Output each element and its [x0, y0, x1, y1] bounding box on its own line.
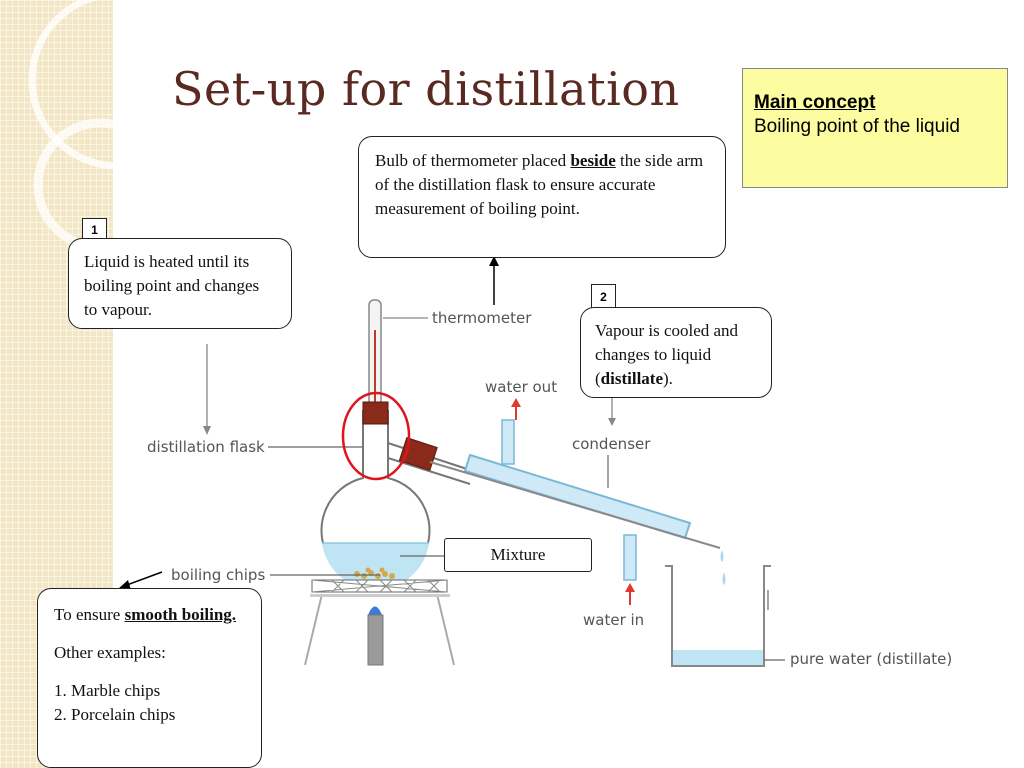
step-2-emphasis: distillate: [600, 369, 664, 388]
mixture-label-box: Mixture: [444, 538, 592, 572]
label-water-out: water out: [485, 378, 557, 396]
other-examples-label: Other examples:: [54, 643, 166, 662]
thermometer-note-emphasis: beside: [570, 151, 616, 170]
tripod-and-burner: [304, 579, 455, 666]
label-pure-water: pure water (distillate): [790, 650, 952, 668]
thermometer-note-callout: Bulb of thermometer placed beside the si…: [358, 136, 726, 258]
condenser-drawing: [429, 398, 721, 605]
main-concept-heading: Main concept: [754, 92, 876, 113]
boiling-chips-note-callout: To ensure smooth boiling. Other examples…: [37, 588, 262, 768]
step-2-text-start: Vapour is cooled and changes to liquid (: [595, 321, 739, 388]
main-concept-text: Boiling point of the liquid: [754, 116, 960, 137]
example-item-2: 2. Porcelain chips: [54, 705, 176, 724]
main-concept-box: Main concept Boiling point of the liquid: [742, 68, 1008, 188]
mixture-label-text: Mixture: [490, 545, 546, 564]
step-2-number: 2: [591, 284, 616, 311]
thermometer-bulb-highlight-circle: [341, 391, 411, 481]
boiling-chips-note-text-start: To ensure: [54, 605, 125, 624]
label-distillation-flask: distillation flask: [147, 438, 265, 456]
step-2-callout: Vapour is cooled and changes to liquid (…: [580, 307, 772, 398]
label-condenser: condenser: [572, 435, 651, 453]
decorative-side-strip: [0, 0, 200, 768]
step-1-text: Liquid is heated until its boiling point…: [84, 252, 260, 319]
step-1-callout: Liquid is heated until its boiling point…: [68, 238, 292, 329]
callout-arrows: [118, 256, 616, 590]
boiling-chips-note-emphasis: smooth boiling.: [124, 605, 237, 624]
page-title: Set-up for distillation: [172, 62, 680, 116]
thermometer-note-text-start: Bulb of thermometer placed: [375, 151, 571, 170]
label-boiling-chips: boiling chips: [171, 566, 265, 584]
label-water-in: water in: [583, 611, 644, 629]
thermometer-note-text-end: the side arm of the distillation flask t…: [375, 151, 704, 218]
example-item-1: 1. Marble chips: [54, 681, 161, 700]
label-thermometer: thermometer: [432, 309, 532, 327]
step-2-text-end: ).: [663, 369, 673, 388]
beaker-drawing: [665, 550, 771, 667]
